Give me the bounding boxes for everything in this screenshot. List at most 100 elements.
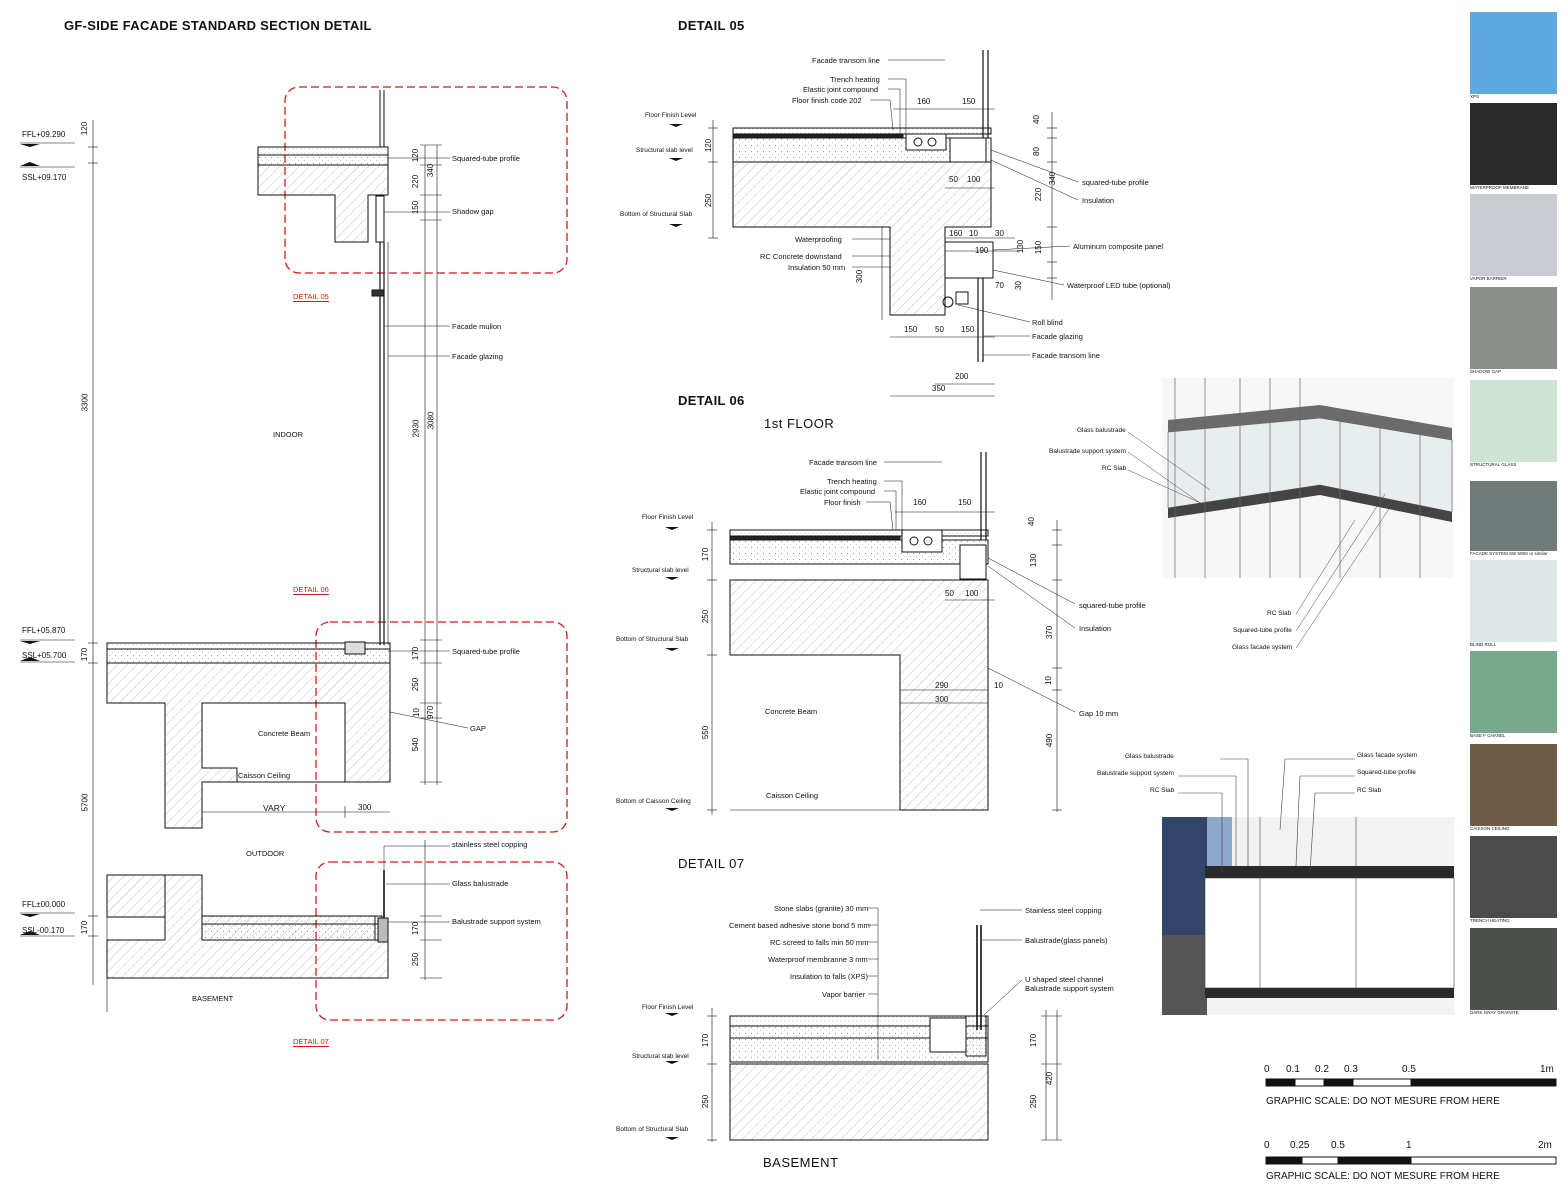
render-label: Squared-tube profile xyxy=(1233,627,1292,634)
zone-label: BASEMENT xyxy=(192,994,234,1003)
material-caption: BASE F CHANEL xyxy=(1470,733,1506,738)
material-swatch xyxy=(1470,380,1557,462)
scale-tick: 1 xyxy=(1406,1140,1412,1151)
dimension: 220 xyxy=(1034,187,1044,202)
material-tile: BLIND ROLL xyxy=(1470,560,1558,651)
level-label: Structural slab level xyxy=(632,1053,689,1060)
dimension: 100 xyxy=(965,589,979,598)
layer-label: Waterproof membranne 3 mm xyxy=(768,955,868,964)
annotation: Facade glazing xyxy=(1032,332,1083,341)
material-tile: STRUCTURAL GLASS xyxy=(1470,380,1558,477)
dimension: 170 xyxy=(80,920,90,935)
annotation: RC Concrete downstand xyxy=(760,252,842,261)
annotation: Aluminum composite panel xyxy=(1073,242,1164,251)
detail-tag: DETAIL 07 xyxy=(293,1037,329,1047)
dimension: 130 xyxy=(1029,553,1039,568)
dimension: 150 xyxy=(962,97,976,106)
dimension: 200 xyxy=(955,372,969,381)
annotation: Balustrade(glass panels) xyxy=(1025,936,1108,945)
dimension: 170 xyxy=(80,647,90,662)
scale-tick: 0.5 xyxy=(1331,1140,1345,1151)
detail-tag: DETAIL 06 xyxy=(293,585,329,595)
material-swatch xyxy=(1470,560,1557,642)
inner-label: Caisson Ceiling xyxy=(238,771,291,780)
annotation: Roll blind xyxy=(1032,318,1063,327)
level-label: Structural slab level xyxy=(636,147,693,154)
scale-tick: 0.5 xyxy=(1402,1064,1416,1075)
render-label: RC Slab xyxy=(1150,787,1175,794)
dimension: 10 xyxy=(969,229,978,238)
annotation: Elastic joint compound xyxy=(803,85,879,94)
annotation: squared-tube profile xyxy=(1082,178,1149,187)
material-swatch xyxy=(1470,651,1557,733)
scale-tick: 0.25 xyxy=(1290,1140,1310,1151)
annotation: stainless steel copping xyxy=(452,840,528,849)
dimension: 170 xyxy=(701,547,711,562)
inner-label: Caisson Ceiling xyxy=(766,791,819,800)
materials-column: XPS WATERPROOF MEMBRANE VAPOR BARRIER SH… xyxy=(1470,12,1558,1020)
annotation: GAP xyxy=(470,724,486,733)
render-label: Glass facade system xyxy=(1232,644,1293,651)
dimension: 3300 xyxy=(80,393,90,412)
annotation: Squared-tube profile xyxy=(452,647,520,656)
render-label: Glass balustrade xyxy=(1125,753,1174,760)
material-caption: BLIND ROLL xyxy=(1470,642,1497,647)
annotation: Facade glazing xyxy=(452,352,503,361)
detail-07-drawing xyxy=(665,907,1062,1142)
annotation: Elastic joint compound xyxy=(800,487,876,496)
dimension: 80 xyxy=(1031,147,1041,156)
annotation: Trench heating xyxy=(827,477,877,486)
scale-tick: 0 xyxy=(1264,1140,1270,1151)
material-swatch xyxy=(1470,12,1557,94)
level-label: SSL+09.170 xyxy=(22,173,67,182)
dimension: 100 xyxy=(967,175,981,184)
level-label: Bottom of Structural Slab xyxy=(620,211,693,218)
annotation: U shaped steel channel xyxy=(1025,975,1104,984)
dimension: 250 xyxy=(1029,1094,1039,1109)
dimension: 120 xyxy=(80,121,90,136)
annotation: Squared-tube profile xyxy=(452,154,520,163)
level-label: Bottom of Structural Slab xyxy=(616,1126,689,1133)
scale-tick: 0.1 xyxy=(1286,1064,1300,1075)
dimension: 290 xyxy=(935,681,949,690)
render-label: Squared-tube profile xyxy=(1357,769,1416,776)
annotation: Facade mulion xyxy=(452,322,502,331)
render-label: RC Slab xyxy=(1267,610,1292,617)
dimension: 170 xyxy=(411,646,421,661)
dimension: 170 xyxy=(701,1033,711,1048)
dimension: 170 xyxy=(1029,1033,1039,1048)
annotation: Insulation xyxy=(1082,196,1115,205)
annotation: Insulation xyxy=(1079,624,1112,633)
dimension: 420 xyxy=(1045,1071,1055,1086)
material-caption: CAISSON CEILING xyxy=(1470,826,1510,831)
annotation: Stainless steel copping xyxy=(1025,906,1102,915)
level-label: FFL+09.290 xyxy=(22,130,66,139)
dimension: 970 xyxy=(426,705,436,720)
material-swatch xyxy=(1470,481,1557,551)
annotation: Waterproof LED tube (optional) xyxy=(1067,281,1171,290)
inner-label: VARY xyxy=(263,803,286,813)
annotation: Trench heating xyxy=(830,75,880,84)
dimension: 3080 xyxy=(426,411,436,430)
dimension: 300 xyxy=(855,269,865,284)
scale-caption: GRAPHIC SCALE: DO NOT MESURE FROM HERE xyxy=(1266,1096,1500,1107)
detail-tag: DETAIL 05 xyxy=(293,292,329,302)
dimension: 30 xyxy=(995,229,1004,238)
zone-label: OUTDOOR xyxy=(246,849,285,858)
dimension: 190 xyxy=(975,246,989,255)
level-label: FFL+05.870 xyxy=(22,626,66,635)
dimension: 250 xyxy=(701,1094,711,1109)
dimension: 300 xyxy=(358,803,372,812)
material-caption: TRENCH HEATING xyxy=(1470,918,1510,923)
material-caption: VAPOR BARRIER xyxy=(1470,276,1507,281)
material-caption: WATERPROOF MEMBRANE xyxy=(1470,185,1530,190)
dimension: 10 xyxy=(1043,676,1053,685)
material-tile: WATERPROOF MEMBRANE xyxy=(1470,103,1558,194)
zone-label: INDOOR xyxy=(273,430,303,439)
dimension: 370 xyxy=(1045,625,1055,640)
dimension: 490 xyxy=(1045,733,1055,748)
render-1-drawing xyxy=(1127,378,1454,649)
scale-tick: 0.2 xyxy=(1315,1064,1329,1075)
dimension: 120 xyxy=(704,138,714,153)
